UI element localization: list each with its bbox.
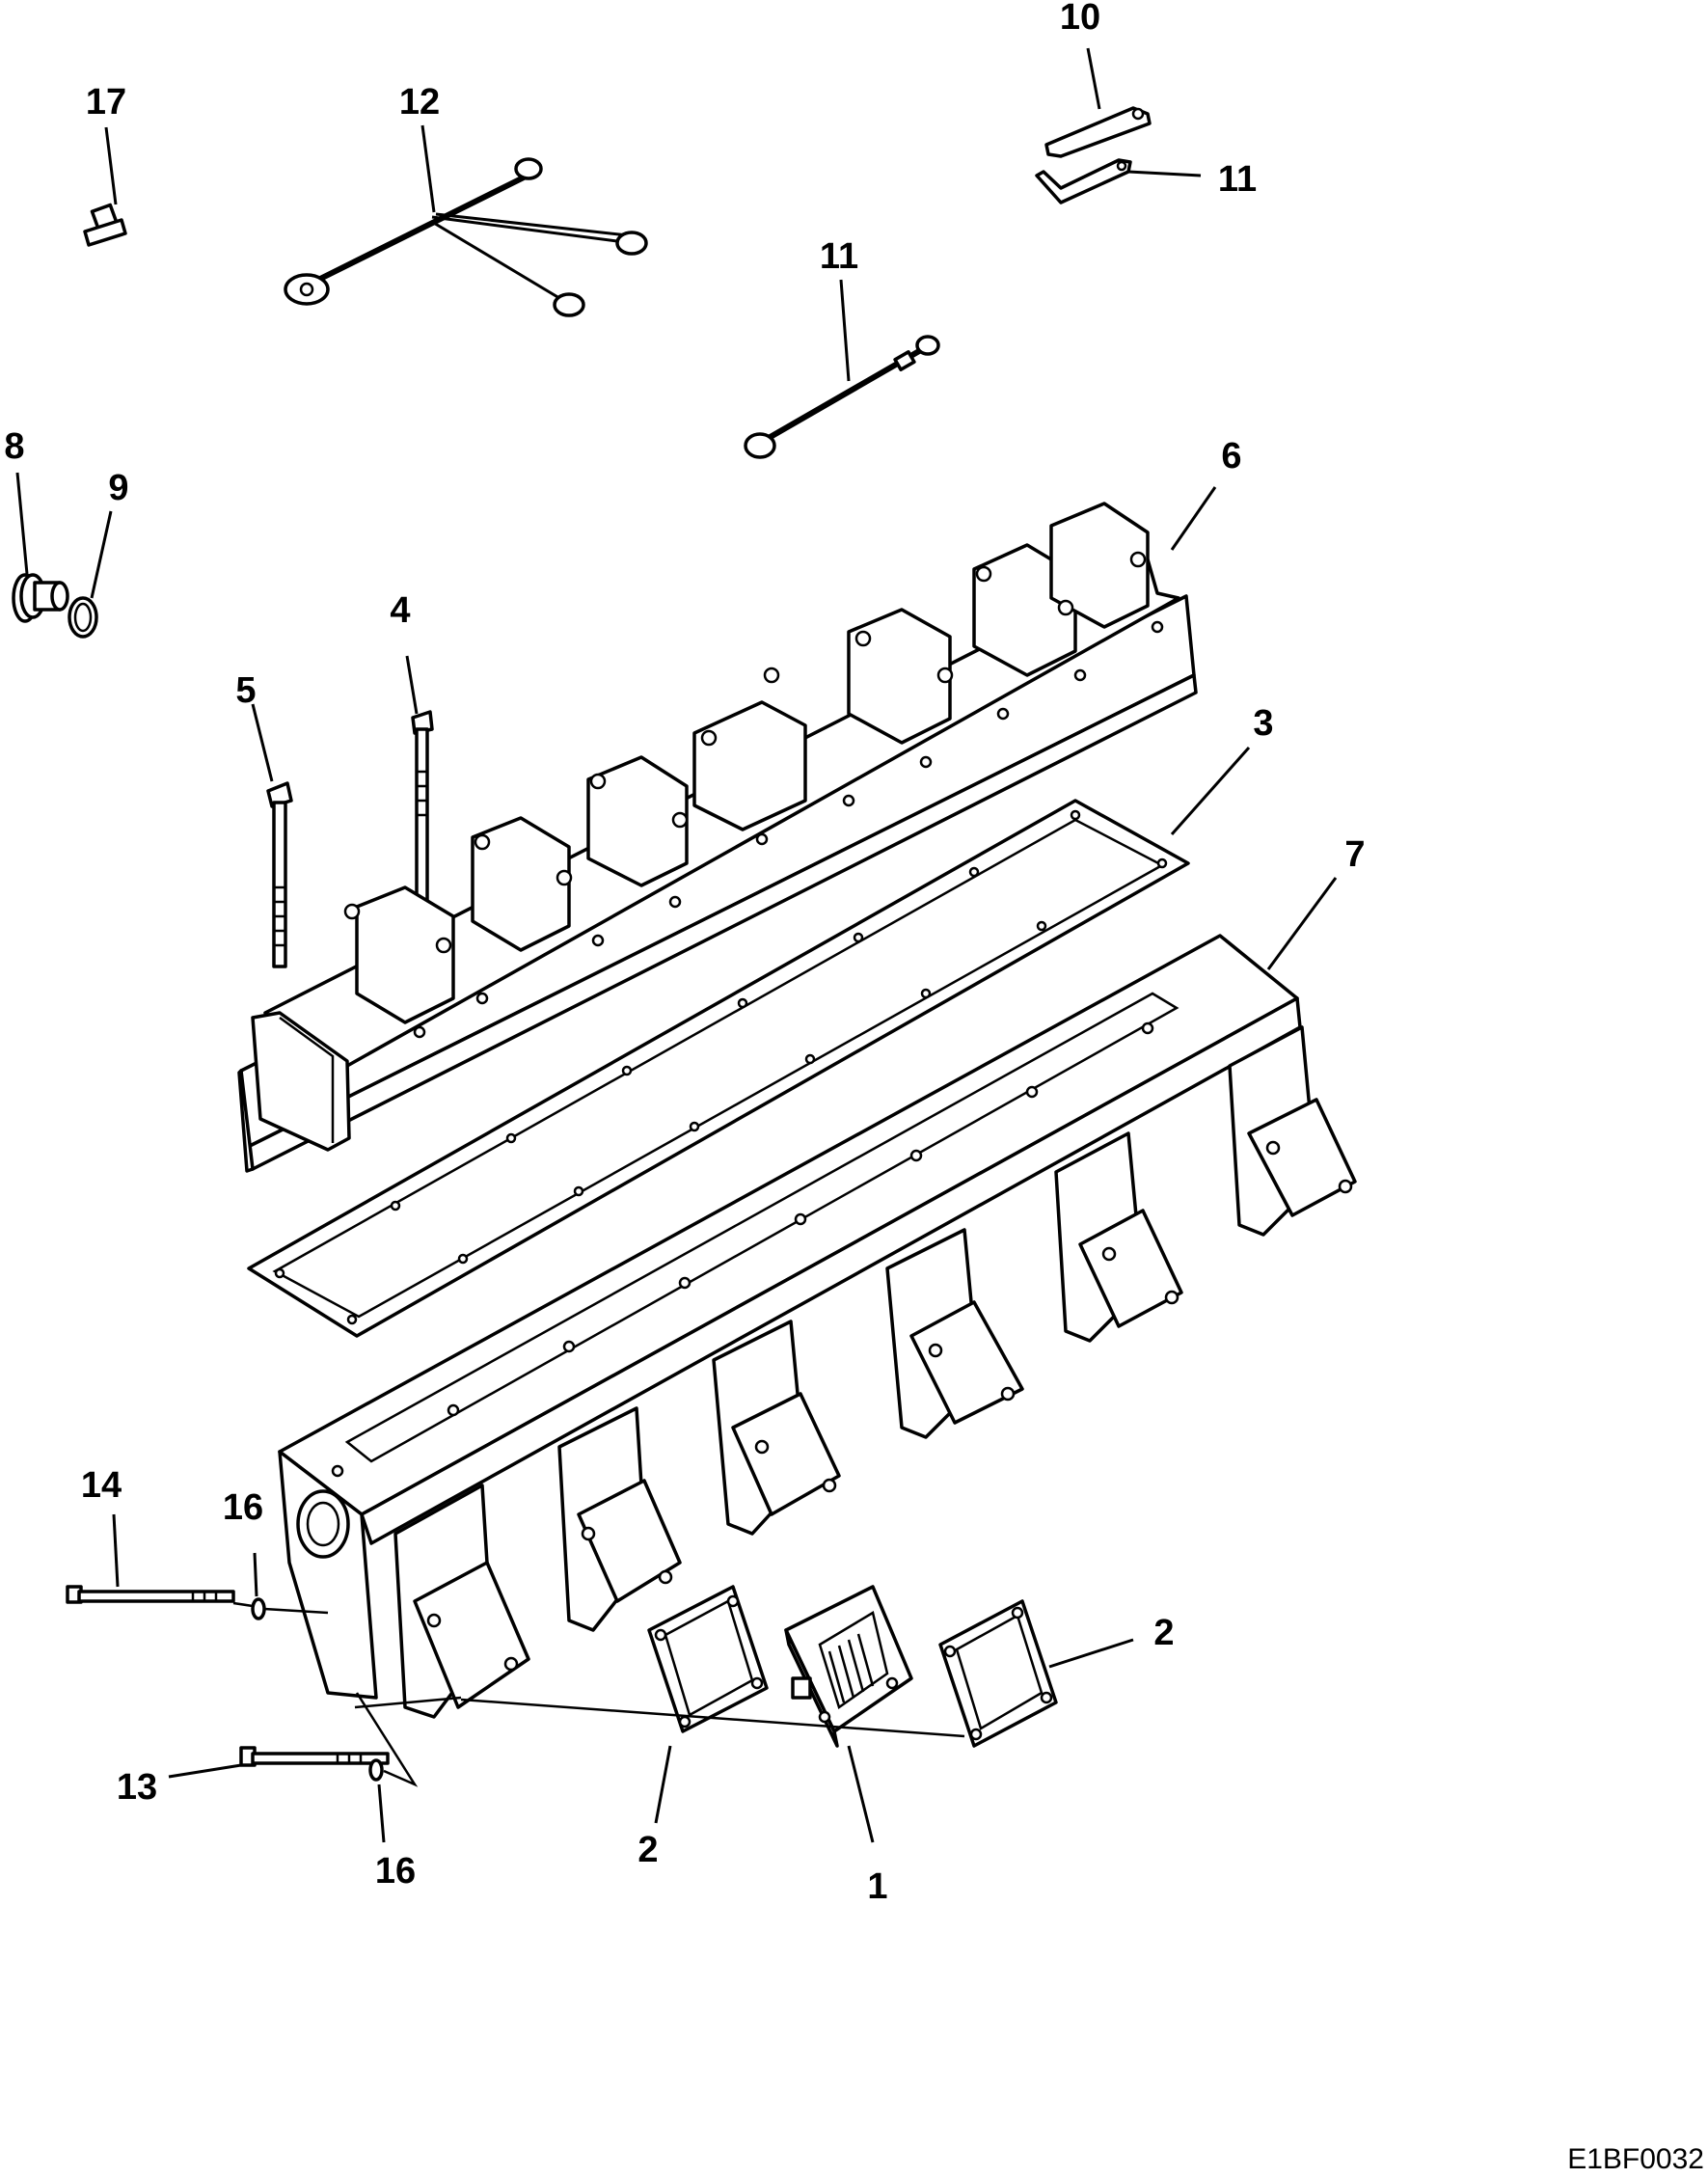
callout-7: 7 xyxy=(1344,834,1365,875)
callout-2-left: 2 xyxy=(637,1830,658,1870)
callout-12: 11 xyxy=(820,236,858,277)
part-15-bolt xyxy=(66,1585,235,1604)
part-7-manifold xyxy=(278,934,1357,1719)
part-8-plug xyxy=(12,573,69,623)
assembly-lines xyxy=(232,1601,965,1787)
callout-10: 10 xyxy=(1060,0,1100,38)
part-5-bolt xyxy=(266,781,293,968)
callout-6: 6 xyxy=(1221,436,1241,476)
callout-16-upper: 16 xyxy=(223,1487,263,1528)
callouts: 17 12 10 11 11 8 9 4 5 6 3 7 14 16 13 16… xyxy=(4,0,1365,1907)
part-16-washer-lower xyxy=(368,1758,384,1782)
callout-15: 14 xyxy=(81,1465,122,1506)
part-16-washer-upper xyxy=(251,1597,266,1620)
part-2-gasket-left xyxy=(647,1585,769,1733)
callout-16-lower: 16 xyxy=(375,1851,416,1892)
callout-2-right: 2 xyxy=(1153,1613,1174,1653)
callout-13: 12 xyxy=(399,82,440,123)
part-11-bracket xyxy=(1035,158,1132,204)
callout-4: 4 xyxy=(390,590,410,631)
callout-3: 3 xyxy=(1253,703,1273,744)
part-12-rod xyxy=(744,335,940,459)
part-2-gasket-right xyxy=(938,1599,1058,1748)
part-17-bolt xyxy=(83,203,127,247)
part-9-o-ring xyxy=(68,596,98,639)
callout-11: 11 xyxy=(1218,159,1257,200)
part-14-bolt xyxy=(239,1746,390,1767)
callout-5: 5 xyxy=(235,670,256,711)
part-3-gasket xyxy=(247,799,1190,1338)
figure-code: E1BF0032 xyxy=(1567,2143,1704,2175)
leader-lines xyxy=(15,47,1338,1843)
callout-9: 9 xyxy=(108,468,128,508)
part-13-linkage xyxy=(284,157,648,317)
callout-14: 13 xyxy=(117,1767,157,1808)
part-6-cover xyxy=(237,502,1198,1173)
callout-17: 17 xyxy=(86,82,126,123)
part-10-bracket xyxy=(1044,106,1152,158)
callout-8: 8 xyxy=(4,426,24,467)
part-1-valve xyxy=(784,1585,913,1748)
callout-1: 1 xyxy=(867,1866,887,1907)
